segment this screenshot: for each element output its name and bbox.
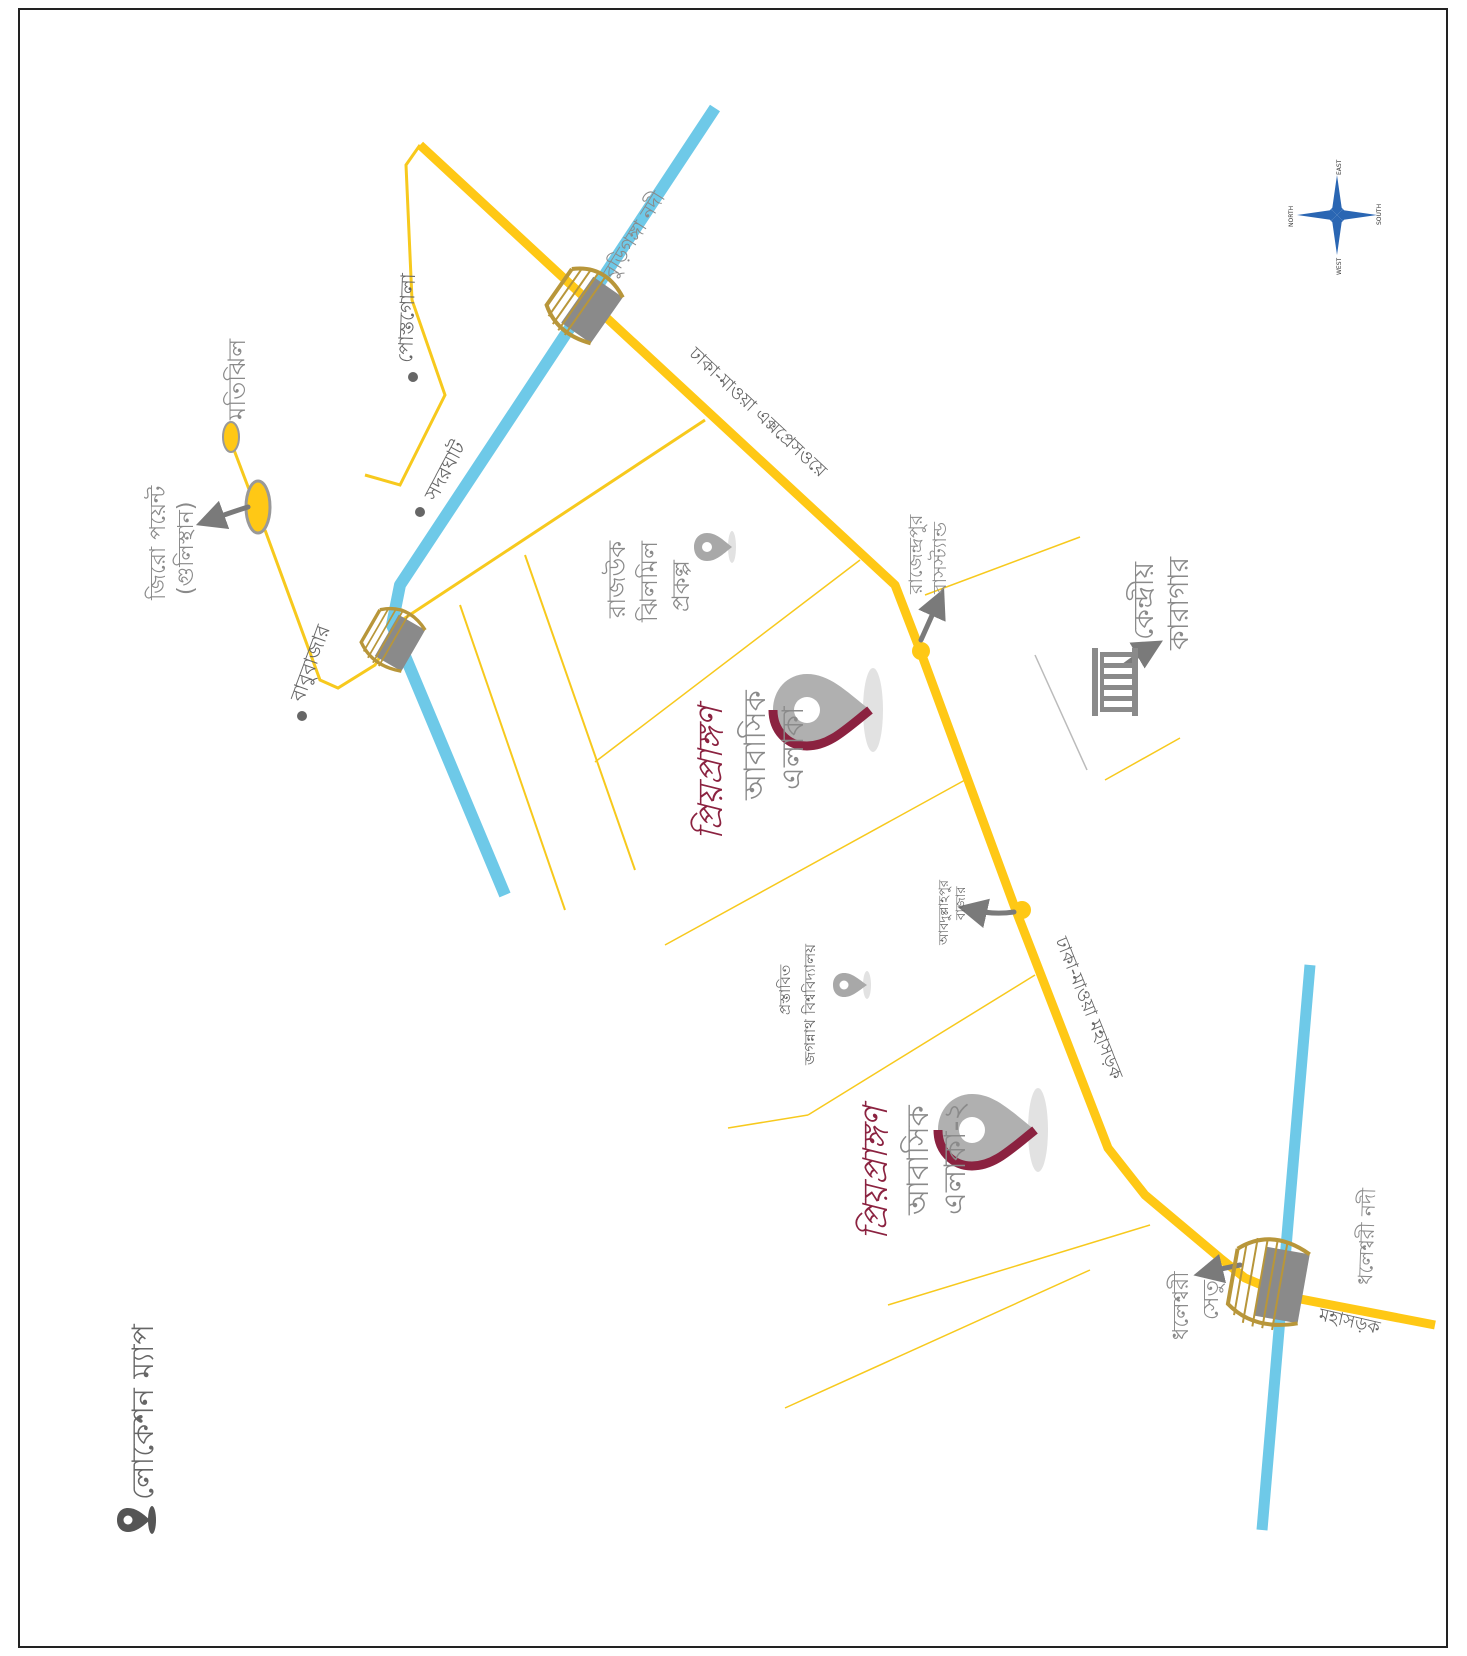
rajendrapur-label-line2: বাসস্ট্যান্ড — [928, 521, 951, 595]
jagannath-pin-icon — [833, 971, 871, 999]
compass-west: WEST — [1336, 257, 1343, 275]
rajendrapur-junction — [912, 642, 930, 660]
project-1-label-line2: এলাকা — [776, 705, 811, 790]
compass-rose-icon: NORTH EAST SOUTH WEST — [1288, 159, 1383, 275]
jail-wall-line — [1034, 654, 1088, 771]
project-labels: প্রিয়প্রাঙ্গণ আবাসিক এলাকা প্রিয়প্রাঙ্… — [690, 689, 973, 1240]
rajendrapur-label-line1: রাজেন্দ্রপুর — [905, 514, 927, 595]
abdullahpur-arrow-icon — [957, 898, 1017, 928]
buriganga-river-label: বুড়িগঙ্গা নদী — [597, 187, 670, 284]
compass-south: SOUTH — [1376, 204, 1383, 225]
thin-roads — [229, 144, 1181, 1409]
project-2-label-line2: এলাকা-২ — [938, 1101, 973, 1215]
rajuk-label-line3: প্রকল্প — [667, 559, 695, 612]
bridge-icon-buriganga-north — [544, 266, 625, 346]
rajuk-label-line1: রাজউক — [602, 540, 631, 619]
postogola-road — [364, 144, 447, 487]
rajuk-pin-icon — [694, 531, 736, 563]
compass-east: EAST — [1336, 159, 1343, 175]
postogola-label: পোস্তগোলা — [393, 272, 420, 364]
zero-point-label-line1: জিরো পয়েন্ট — [144, 485, 171, 601]
project-2-label-line1: আবাসিক — [900, 1104, 936, 1216]
jagannath-label-line2: জগন্নাথ বিশ্ববিদ্যালয় — [801, 943, 819, 1066]
motijheel-marker — [222, 421, 240, 453]
postogola-dot — [408, 372, 418, 382]
project-1-label-line1: আবাসিক — [737, 689, 773, 801]
landmark-dots — [297, 372, 425, 721]
bridge-road — [401, 418, 706, 622]
abdullahpur-junction — [1013, 901, 1031, 919]
babubazar-label: বাবুবাজার — [285, 621, 336, 706]
dhaleshwari-river-label: ধলেশ্বরী নদী — [1353, 1187, 1380, 1285]
central-jail-label-line2: কারাগার — [1162, 556, 1195, 651]
dhaleshwari-bridge-label-line2: সেতু — [1199, 1280, 1225, 1320]
dhaleshwari-bridge-label-line1: ধলেশ্বরী — [1167, 1271, 1194, 1340]
abdullahpur-label-line2: বাজার — [954, 886, 969, 921]
page-title: লোকেশন ম্যাপ — [126, 1323, 161, 1500]
title-pin-icon — [117, 1506, 156, 1534]
compass-north: NORTH — [1288, 206, 1295, 227]
central-jail-icon — [1092, 648, 1138, 716]
bridge-icon-babubazar — [359, 607, 427, 673]
central-jail-label-line1: কেন্দ্রীয় — [1126, 561, 1160, 640]
abdullahpur-label-line1: আবদুল্লাহপুর — [937, 879, 952, 946]
zero-point-arrow-icon — [195, 500, 251, 529]
zero-point-label-line2: (গুলিস্থান) — [173, 502, 199, 595]
dhaleshwari-bridge-arrow-icon — [1193, 1253, 1243, 1284]
motijheel-label: মতিঝিল — [223, 338, 251, 421]
rajendrapur-arrow-icon — [918, 588, 946, 643]
rajuk-label-line2: ঝিলমিল — [635, 540, 663, 623]
dhaka-mawa-highway-label: ঢাকা-মাওয়া মহাসড়ক — [1050, 933, 1127, 1083]
sadarghat-dot — [415, 507, 425, 517]
project-2-brand: প্রিয়প্রাঙ্গণ — [855, 1100, 896, 1240]
map-frame — [18, 8, 1448, 1648]
bridge-icon-dhaleshwari — [1225, 1237, 1311, 1331]
project-1-brand: প্রিয়প্রাঙ্গণ — [690, 700, 731, 840]
project-2-pin-icon — [933, 1088, 1048, 1172]
babubazar-dot — [297, 711, 307, 721]
project-1-pin-icon — [768, 668, 883, 752]
jagannath-label-line1: প্রস্তাবিত — [776, 964, 794, 1015]
arrows — [195, 500, 1243, 1284]
buriganga-river — [386, 104, 721, 898]
